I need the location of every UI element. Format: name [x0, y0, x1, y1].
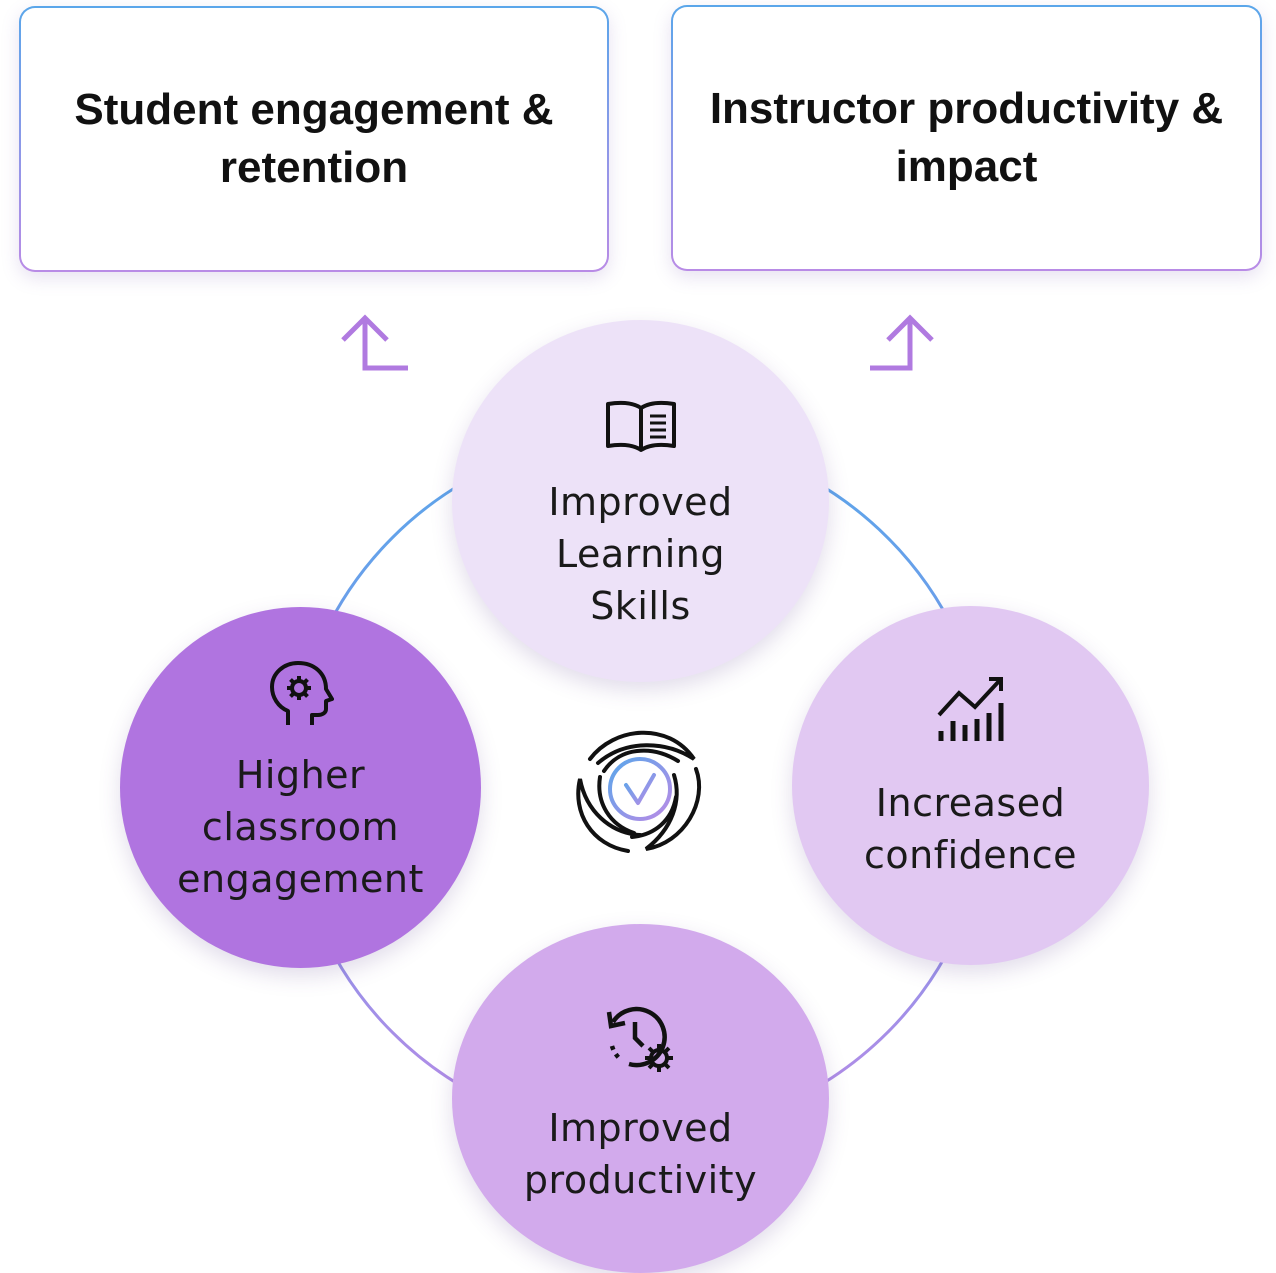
arrow-up-right-icon	[870, 314, 934, 371]
improved-learning-skills-node: Improved Learning Skills	[452, 320, 829, 682]
improved-productivity-node: Improved productivity	[452, 924, 829, 1273]
increased-confidence-label: Increased confidence	[863, 780, 1078, 877]
higher-classroom-engagement-label: Higher classroom engagement	[177, 752, 424, 901]
head-gear-icon	[269, 660, 334, 725]
higher-classroom-engagement-node: Higher classroom engagement	[120, 607, 481, 968]
checkmark-logo-icon	[576, 730, 702, 853]
improved-productivity-label: Improved productivity	[523, 1105, 758, 1202]
clock-gear-icon	[606, 1006, 673, 1072]
instructor-productivity-box: Instructor productivity & impact	[671, 5, 1262, 271]
student-engagement-title: Student engagement & retention	[74, 85, 554, 192]
open-book-icon	[605, 400, 676, 452]
arrow-up-left-icon	[341, 314, 408, 371]
growth-chart-icon	[937, 676, 1003, 741]
increased-confidence-node: Increased confidence	[792, 606, 1149, 965]
instructor-productivity-title: Instructor productivity & impact	[709, 84, 1224, 191]
student-engagement-box: Student engagement & retention	[19, 6, 609, 272]
improved-learning-skills-label: Improved Learning Skills	[548, 480, 733, 628]
